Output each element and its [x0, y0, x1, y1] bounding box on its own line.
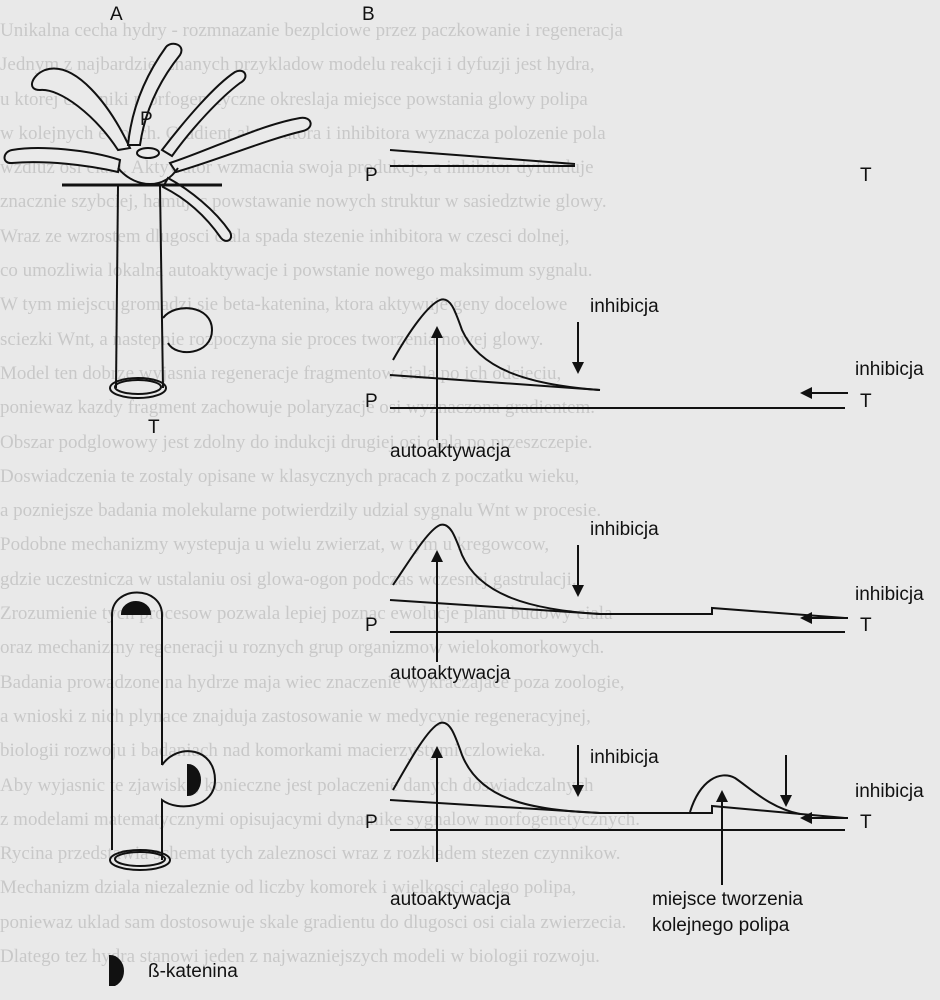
autoactivation-label-1: autoaktywacja — [390, 442, 510, 461]
new-polyp-site-line2: kolejnego polipa — [652, 916, 789, 935]
beta-catenin-bud-marker — [188, 765, 200, 795]
inhibition-side-label-2: inhibicja — [855, 585, 924, 604]
panel-label-b: B — [362, 5, 375, 24]
inhibition-top-label-1: inhibicja — [590, 297, 659, 316]
graph-head-label-1: P — [365, 392, 378, 411]
legend-beta-catenin-label: ß-katenina — [148, 962, 238, 981]
graph-row-2 — [390, 525, 848, 662]
lower-foot-disc-inner — [115, 852, 165, 866]
inhibition-top-label-2: inhibicja — [590, 520, 659, 539]
activator-curve-2 — [393, 525, 600, 614]
bud — [163, 308, 212, 352]
tentacle-left-upper — [32, 69, 130, 150]
budding-polyp — [110, 593, 215, 987]
tentacle-lower-right — [163, 178, 231, 241]
graph-head-label-2: P — [365, 616, 378, 635]
graph-foot-label-3: T — [860, 813, 872, 832]
gradient-line-1 — [390, 150, 575, 164]
graph-row-1 — [390, 299, 848, 440]
autoactivation-label-2: autoaktywacja — [390, 664, 510, 683]
activator-curve-1 — [393, 299, 600, 390]
polyp-with-tentacles — [5, 44, 311, 398]
gradient-foot-label-1: T — [860, 166, 872, 185]
inhibitor-gradient-1 — [390, 375, 600, 390]
beta-catenin-legend-icon — [110, 956, 123, 986]
gradient-head-label-1: P — [365, 166, 378, 185]
body-left-edge — [116, 186, 118, 388]
autoactivation-label-3: autoaktywacja — [390, 890, 510, 909]
inhibition-side-label-1: inhibicja — [855, 360, 924, 379]
inhibition-top-label-3: inhibicja — [590, 748, 659, 767]
tentacle-top-middle — [128, 44, 181, 145]
activator-curve-3 — [393, 723, 600, 813]
inhibitor-gradient-3 — [390, 800, 845, 818]
graph-head-label-3: P — [365, 813, 378, 832]
panel-label-a: A — [110, 5, 123, 24]
new-polyp-site-line1: miejsce tworzenia — [652, 890, 803, 909]
polyp-head-label: P — [140, 110, 153, 129]
inhibition-side-label-3: inhibicja — [855, 782, 924, 801]
tentacles — [5, 44, 311, 241]
beta-catenin-head-marker — [122, 602, 150, 614]
hypostome-mouth — [137, 148, 159, 158]
graph-foot-label-2: T — [860, 616, 872, 635]
polyp-foot-label: T — [148, 418, 160, 437]
tentacle-left-lower — [5, 148, 121, 172]
graph-foot-label-1: T — [860, 392, 872, 411]
inhibitor-gradient-2 — [390, 600, 845, 618]
body-right-edge — [160, 186, 163, 388]
polyp-body-outline — [112, 593, 162, 851]
foot-disc-inner — [115, 380, 161, 394]
